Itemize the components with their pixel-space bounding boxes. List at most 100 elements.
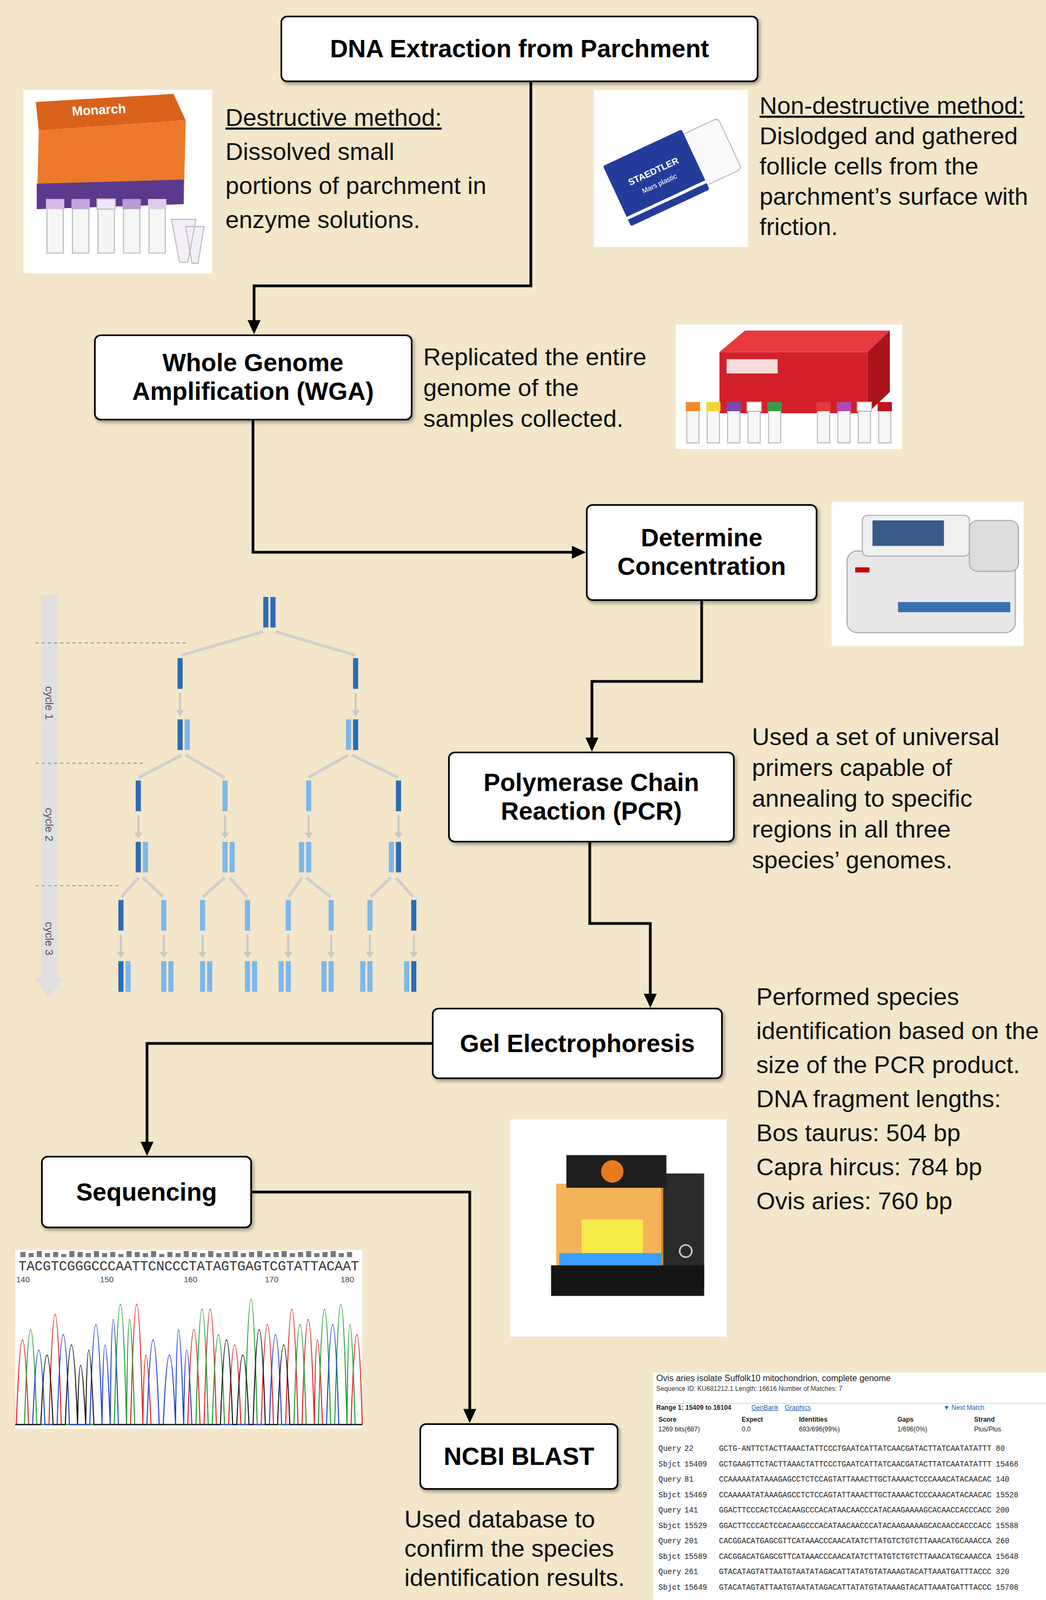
alignment-row-name: Query — [658, 1475, 682, 1485]
vial-cap — [836, 402, 851, 412]
alignment-start: 15469 — [684, 1491, 708, 1501]
alignment-start: 141 — [684, 1506, 698, 1516]
spin-columns — [171, 219, 204, 264]
alignment-sequence: GGACTTCCCACTCCACAAGCCCACATAACAACCCATACAA… — [718, 1506, 992, 1516]
photo-ground — [23, 89, 212, 274]
instrument-top — [862, 515, 970, 557]
flow-arrow — [251, 1192, 477, 1424]
alignment-start: 15409 — [684, 1460, 708, 1470]
connector-line — [252, 420, 573, 554]
monarch-kit-photo — [23, 89, 212, 274]
alignment-end: 80 — [995, 1444, 1005, 1454]
cycle-label: cycle 1 — [42, 686, 56, 721]
trace-a — [15, 1299, 363, 1425]
step-note: Used a set of universal primers capable … — [751, 721, 1041, 876]
flow-arrow — [585, 601, 702, 753]
trace-t — [15, 1304, 363, 1425]
position-number: 150 — [100, 1275, 114, 1285]
vial-cap — [747, 402, 762, 412]
photo-ground — [510, 1120, 727, 1338]
step-title: Gel Electrophoresis — [460, 1029, 696, 1059]
lid-window — [601, 1160, 624, 1184]
text-column: Destructive method:Dissolved small porti… — [225, 100, 488, 237]
blue-light — [559, 1253, 662, 1267]
imager-lid — [566, 1155, 667, 1189]
new-strand — [125, 719, 410, 992]
alignment-sequence: CCAAAAATATAAAGAGCCTCTCCAGTATTAAACTTGCTAA… — [718, 1475, 992, 1485]
method-heading: Non-destructive method: — [759, 90, 1025, 122]
vial-cap — [816, 402, 831, 412]
step-title: NCBI BLAST — [443, 1442, 595, 1472]
alignment-end: 15468 — [995, 1460, 1019, 1470]
alignment-sequence: GCTG-ANTTCTACTTAAACTATTCCCTGAATCATTATCAA… — [718, 1444, 992, 1454]
alignment-start: 15589 — [684, 1553, 708, 1562]
step-note: Performed species identification based o… — [756, 980, 1043, 1083]
kit-box-sticker — [726, 359, 778, 374]
vial-cap — [726, 402, 741, 412]
alignment-end: 260 — [995, 1537, 1010, 1547]
alignment-row-name: Query — [658, 1444, 682, 1454]
alignment-row-name: Query — [658, 1568, 682, 1577]
vial-cap — [685, 402, 701, 412]
text-column: Non-destructive method:Dislodged and gat… — [759, 90, 1033, 243]
fragment-length: Ovis aries: 760 bp — [756, 1184, 953, 1219]
alignment-row-name: Sbjct — [658, 1522, 682, 1531]
process-box: Determine Concentration — [585, 504, 818, 602]
vial-cap — [71, 198, 90, 210]
alignment-row-name: Sbjct — [658, 1460, 682, 1470]
vial-cap — [122, 198, 142, 210]
amber-filter-box — [556, 1184, 664, 1267]
trace-c — [15, 1320, 363, 1426]
eraser-sleeve — [602, 129, 710, 226]
imager-base — [550, 1266, 704, 1297]
process-box: Gel Electrophoresis — [431, 1008, 723, 1080]
position-number: 140 — [16, 1275, 30, 1285]
arrow-head — [585, 737, 599, 752]
vial-cap — [705, 402, 721, 412]
vial-cap — [96, 198, 116, 210]
spectrophotometer-photo — [831, 502, 1024, 646]
connector-line — [251, 1192, 470, 1411]
vial-cap — [857, 402, 872, 412]
arrow-head — [463, 1409, 477, 1424]
position-number: 160 — [183, 1275, 198, 1285]
sample-arm — [969, 520, 1019, 572]
alignment-row-name: Sbjct — [658, 1583, 682, 1593]
alignment-sequence: GTACATAGTATTAATGTAATATAGACATTATATGTATAAA… — [718, 1568, 992, 1577]
reagent-vials — [686, 410, 891, 443]
alignment-start: 15529 — [684, 1522, 708, 1531]
alignment-end: 15708 — [995, 1583, 1019, 1593]
text-column: Performed species identification based o… — [756, 980, 1043, 1219]
alignment-sequence: GTACATAGTATTAATGTAATATAGACATTATATGTATAAA… — [718, 1583, 992, 1593]
method-note: Dissolved small portions of parchment in… — [225, 134, 488, 237]
alignment-start: 22 — [684, 1444, 694, 1454]
vial-cap — [877, 402, 892, 412]
chromatogram-ground — [15, 1250, 363, 1429]
arrow-head — [643, 994, 657, 1009]
table-cell: 1269 bits(687) — [658, 1426, 701, 1435]
strand-split-line — [121, 631, 414, 898]
alignment-sequence: CACGGACATGAGCGTTCATAAACCCAACATATCTTATGTC… — [718, 1537, 992, 1547]
kit-box-front — [36, 120, 186, 210]
flow-arrow — [589, 842, 657, 1009]
table-cell: 0.0 — [741, 1426, 751, 1435]
kit-box-front — [719, 351, 868, 413]
blast-link: Graphics — [784, 1404, 811, 1413]
connector-line — [147, 1043, 432, 1143]
blast-link: ▼ Next Match — [943, 1404, 985, 1413]
alignment-row-name: Query — [658, 1537, 682, 1547]
step-title: Polymerase Chain Reaction (PCR) — [461, 768, 722, 826]
photo-ground — [831, 502, 1024, 646]
time-arrow-head — [34, 977, 64, 999]
process-box: NCBI BLAST — [419, 1423, 619, 1491]
table-cell: 1/696(0%) — [897, 1426, 928, 1435]
alignment-start: 15649 — [684, 1583, 708, 1593]
list-heading: DNA fragment lengths: — [756, 1082, 1002, 1117]
sleeve-stripe — [626, 180, 707, 221]
kit-box-side — [867, 330, 891, 414]
blast-range: Range 1: 15409 to 16104 — [656, 1404, 732, 1413]
process-box: Sequencing — [41, 1156, 252, 1229]
alignment-sequence: GCTGAAGTTCTACTTAAACTATTCCCTGAATCATTATCAA… — [718, 1460, 992, 1470]
vial-cap — [148, 198, 167, 210]
